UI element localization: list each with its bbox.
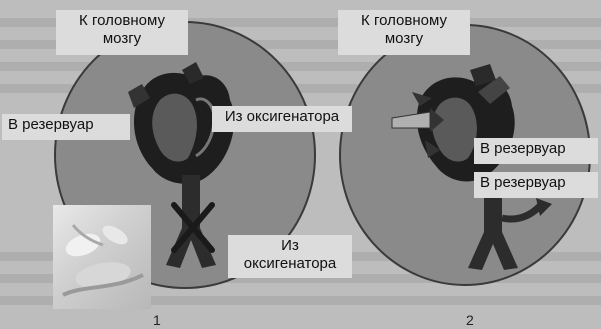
diagram-1-label-brain-line-1: К головному [62,12,182,30]
diagram-1-label-brain-line-2: мозгу [62,30,182,48]
surgery-photo [53,205,151,309]
diagram-2-label-reservoir-1: В резервуар [474,138,598,164]
diagram-2-label-reservoir-2: В резервуар [474,172,598,198]
diagram-2-number: 2 [466,312,474,328]
diagram-1-label-reservoir: В резервуар [2,114,130,140]
diagram-1-label-oxygenator-bottom: Из оксигенатора [228,235,352,278]
diagram-2-label-brain-line-2: мозгу [344,30,464,48]
diagram-2-label-brain: К головному мозгу [338,10,470,55]
diagram-1-number: 1 [153,312,161,328]
diagram-1-label-oxygenator-bottom-line-2: оксигенатора [234,255,346,273]
diagram-1-label-oxygenator-top: Из оксигенатора [212,106,352,132]
diagram-1-label-oxygenator-bottom-line-1: Из [234,237,346,255]
surgery-photo-image [53,205,151,309]
diagram-2-label-brain-line-1: К головному [344,12,464,30]
diagram-1-label-brain: К головному мозгу [56,10,188,55]
